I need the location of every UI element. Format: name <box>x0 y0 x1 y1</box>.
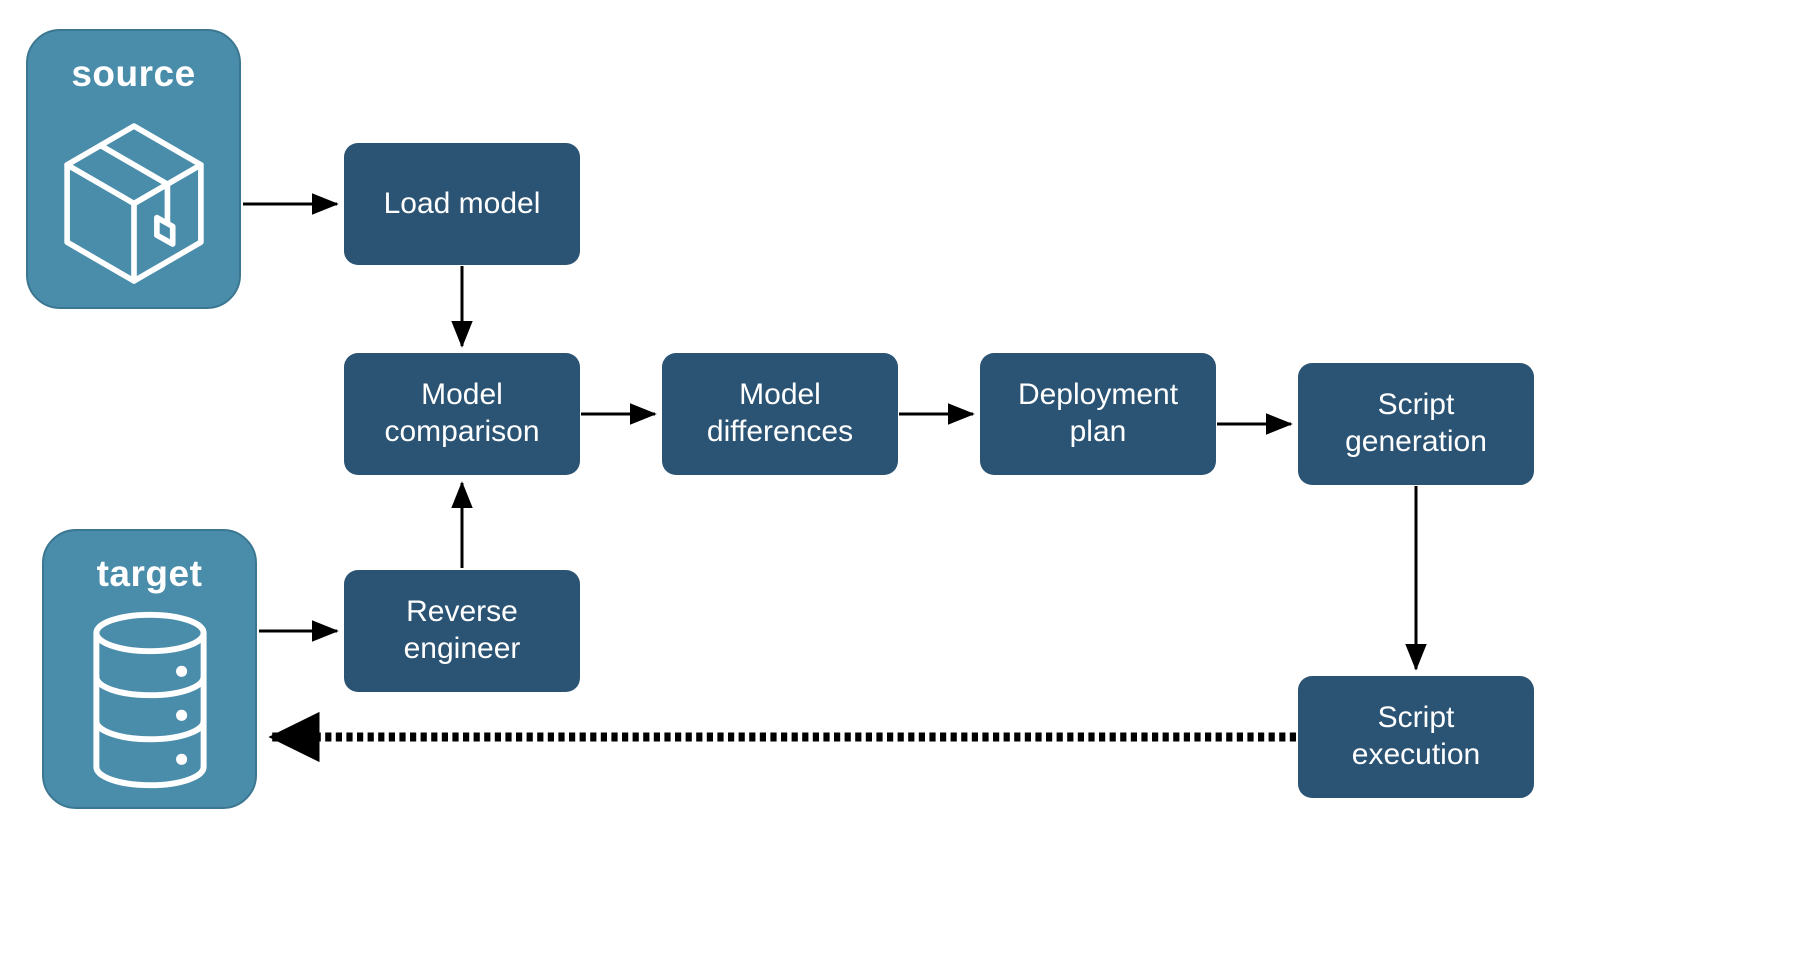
process-box-model-comparison[interactable]: Model comparison <box>344 353 580 475</box>
process-label-line-2: execution <box>1351 738 1481 771</box>
package-box-icon <box>28 92 239 307</box>
process-box-deployment-plan[interactable]: Deployment plan <box>980 353 1216 475</box>
process-box-script-execution[interactable]: Script execution <box>1298 676 1534 798</box>
process-label-model-comparison: Model comparison <box>384 377 539 450</box>
process-label-script-execution: Script execution <box>1352 700 1480 773</box>
process-label-line-1: Model <box>421 378 503 412</box>
process-label-line-2: comparison <box>384 415 540 448</box>
process-box-load-model[interactable]: Load model <box>344 143 580 265</box>
process-label-line-2: plan <box>1069 415 1127 448</box>
database-cylinder-icon <box>44 592 255 807</box>
process-label-load-model: Load model <box>383 186 541 220</box>
process-label-deployment-plan: Deployment plan <box>1018 377 1178 450</box>
process-label-reverse-engineer: Reverse engineer <box>404 594 521 667</box>
process-label-line-2: differences <box>706 415 854 448</box>
process-label-line-2: generation <box>1345 425 1487 458</box>
process-label-line-1: Reverse <box>406 595 518 629</box>
process-label-model-differences: Model differences <box>707 377 853 450</box>
process-label-line-1: Deployment <box>1017 378 1179 412</box>
process-label-script-generation: Script generation <box>1345 387 1487 460</box>
process-box-script-generation[interactable]: Script generation <box>1298 363 1534 485</box>
process-label-line-1: Script <box>1377 388 1455 422</box>
process-box-reverse-engineer[interactable]: Reverse engineer <box>344 570 580 692</box>
endpoint-card-source[interactable]: source <box>26 29 241 309</box>
process-label-line-1: Model <box>739 378 821 412</box>
process-label-line-2: engineer <box>403 632 521 665</box>
endpoint-card-target[interactable]: target <box>42 529 257 809</box>
endpoint-label-target: target <box>96 553 203 594</box>
process-box-model-differences[interactable]: Model differences <box>662 353 898 475</box>
endpoint-label-source: source <box>71 53 196 94</box>
process-label-line-1: Script <box>1377 701 1455 735</box>
